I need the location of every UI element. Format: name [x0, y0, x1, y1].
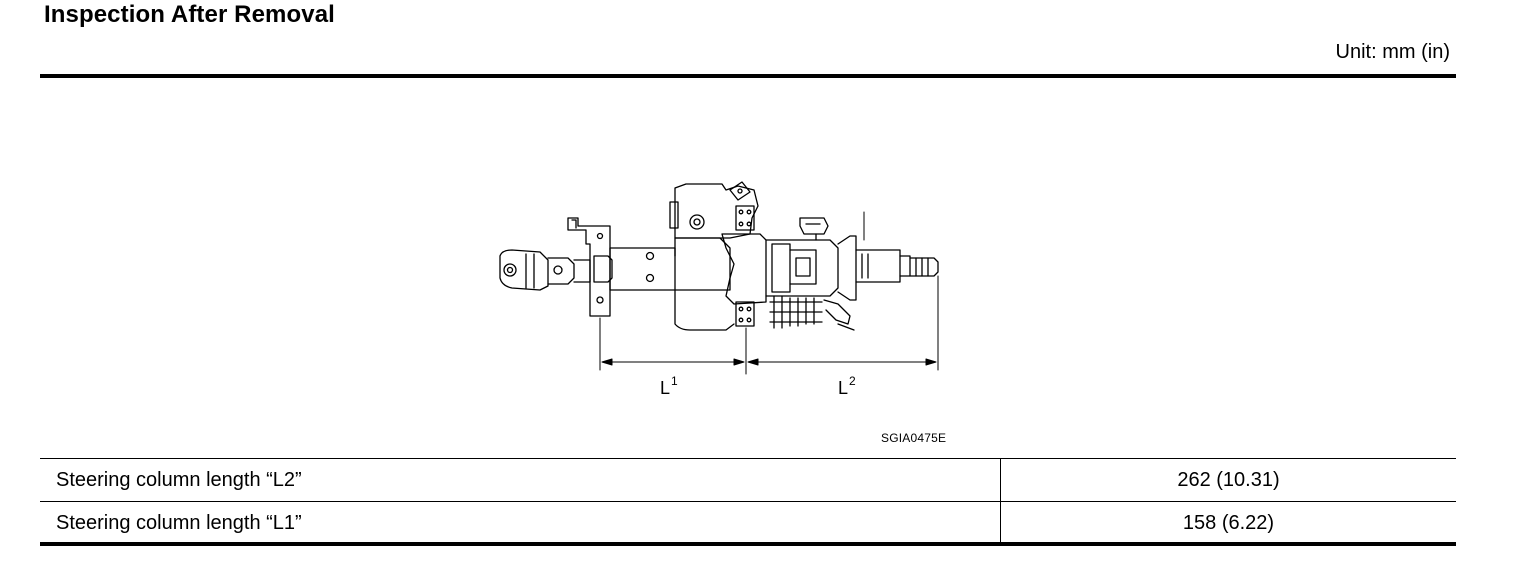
column-tube — [609, 237, 731, 291]
lower-bracket — [567, 217, 613, 317]
dimension-label-l1-sup: 1 — [671, 374, 678, 388]
page-title: Inspection After Removal — [44, 1, 335, 28]
steering-column-illustration: L 1 L 2 — [499, 181, 939, 398]
table-row: Steering column length “L2” 262 (10.31) — [40, 458, 1456, 502]
figure-id: SGIA0475E — [881, 431, 947, 445]
dimension-label-l2-sup: 2 — [849, 374, 856, 388]
header-rule — [40, 74, 1456, 78]
spec-value: 158 (6.22) — [1000, 501, 1456, 544]
tilt-mechanism — [765, 217, 855, 331]
dimension-label-l2: L — [838, 378, 848, 398]
universal-joint — [499, 249, 591, 291]
unit-label: Unit: mm (in) — [1335, 41, 1450, 63]
dimension-lines — [599, 211, 939, 375]
spec-table: Steering column length “L2” 262 (10.31) … — [40, 458, 1456, 544]
upper-shaft — [837, 235, 939, 301]
upper-housing — [721, 205, 767, 327]
upper-bracket — [669, 181, 759, 331]
dimension-label-l1: L — [660, 378, 670, 398]
spec-item: Steering column length “L1” — [40, 501, 1001, 544]
table-bottom-rule — [40, 542, 1456, 546]
spec-value: 262 (10.31) — [1000, 458, 1456, 502]
spec-item: Steering column length “L2” — [40, 458, 1001, 502]
table-row: Steering column length “L1” 158 (6.22) — [40, 501, 1456, 544]
